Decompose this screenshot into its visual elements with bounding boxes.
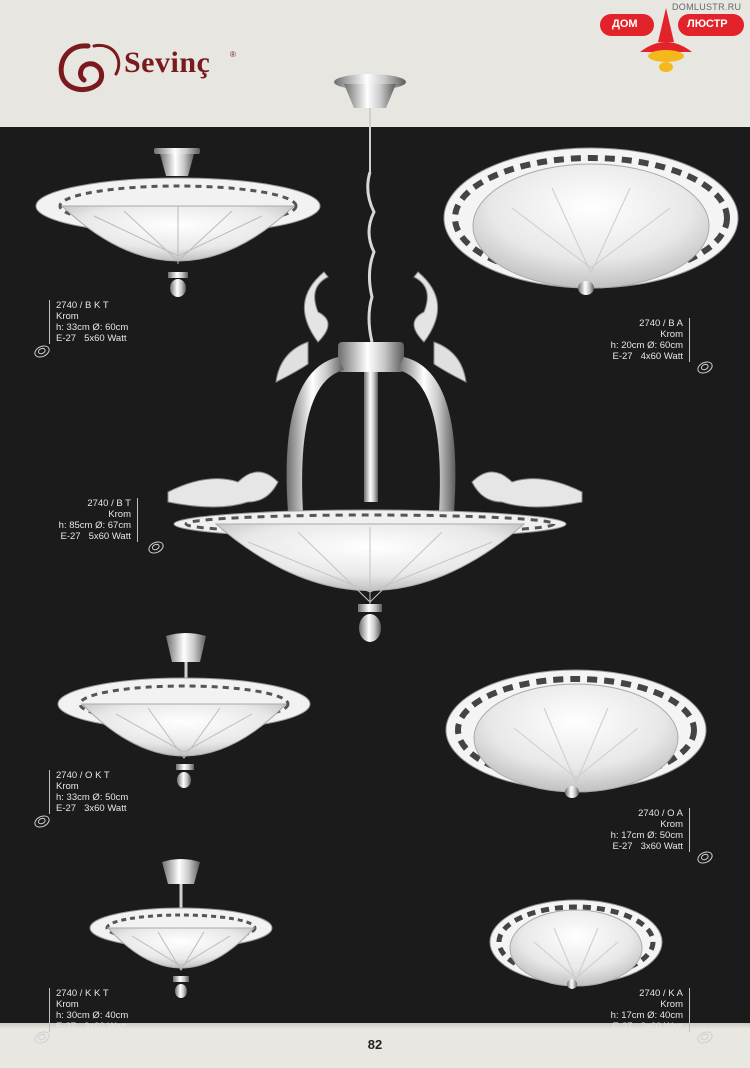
product-socket: E-27 [56,803,77,814]
product-code: 2740 / K A [639,988,683,999]
lamp-image-okt [57,633,311,788]
product-dims: h: 30cm Ø: 40cm [56,1010,129,1021]
product-caption-oa: 2740 / O A Krom h: 17cm Ø: 50cm E-27 3x60… [611,808,690,852]
lamp-image-bt [167,74,583,642]
sevinc-logo-icon [58,43,121,93]
product-caption-okt: 2740 / O K T Krom h: 33cm Ø: 50cm E-27 3x… [49,770,128,814]
product-dims: h: 20cm Ø: 60cm [610,340,683,351]
product-finish: Krom [660,999,683,1010]
product-finish: Krom [108,509,131,520]
product-dims: h: 33cm Ø: 50cm [56,792,129,803]
product-caption-bkt: 2740 / B K T Krom h: 33cm Ø: 60cm E-27 5x… [49,300,128,344]
product-caption-ba: 2740 / B A Krom h: 20cm Ø: 60cm E-27 4x60… [611,318,690,362]
product-socket: E-27 [612,1021,633,1032]
product-watt: 3x60 Watt [640,841,683,852]
domlustr-logo-icon [600,8,744,72]
brand-name: Sevinç [124,46,211,79]
product-finish: Krom [56,781,79,792]
product-watt: 5x60 Watt [84,333,127,344]
product-dims: h: 17cm Ø: 40cm [610,1010,683,1021]
product-watt: 5x60 Watt [88,531,131,542]
product-finish: Krom [56,311,79,322]
product-socket: E-27 [60,531,81,542]
product-code: 2740 / B K T [56,300,109,311]
product-dims: h: 85cm Ø: 67cm [58,520,131,531]
product-watt: 3x60 Watt [84,803,127,814]
partner-word-left: ДОМ [612,18,638,30]
lamp-image-bkt [35,148,321,297]
lamp-image-kkt [89,859,273,998]
product-finish: Krom [660,819,683,830]
product-socket: E-27 [56,1021,77,1032]
product-watt: 3x60 Watt [640,1021,683,1032]
product-finish: Krom [56,999,79,1010]
product-dims: h: 33cm Ø: 60cm [56,322,129,333]
product-socket: E-27 [612,351,633,362]
product-caption-kkt: 2740 / K K T Krom h: 30cm Ø: 40cm E-27 3x… [49,988,128,1032]
partner-domain: DOMLUSTR.RU [672,2,742,12]
product-caption-bt: 2740 / B T Krom h: 85cm Ø: 67cm E-27 5x60… [59,498,138,542]
product-code: 2740 / B T [87,498,131,509]
lamp-image-oa [445,669,707,798]
product-watt: 4x60 Watt [640,351,683,362]
lamp-image-ba [443,147,739,295]
product-code: 2740 / B A [639,318,683,329]
product-finish: Krom [660,329,683,340]
product-code: 2740 / O K T [56,770,110,781]
product-caption-ka: 2740 / K A Krom h: 17cm Ø: 40cm E-27 3x60… [611,988,690,1032]
page-number: 82 [367,1037,383,1052]
product-dims: h: 17cm Ø: 50cm [610,830,683,841]
product-socket: E-27 [612,841,633,852]
product-socket: E-27 [56,333,77,344]
product-code: 2740 / O A [638,808,683,819]
partner-word-right: ЛЮСТР [687,18,728,30]
product-watt: 3x60 Watt [84,1021,127,1032]
product-code: 2740 / K K T [56,988,109,999]
lamp-image-ka [489,899,663,989]
brand-registered-mark: ® [230,50,236,59]
footer-band [0,1023,750,1068]
